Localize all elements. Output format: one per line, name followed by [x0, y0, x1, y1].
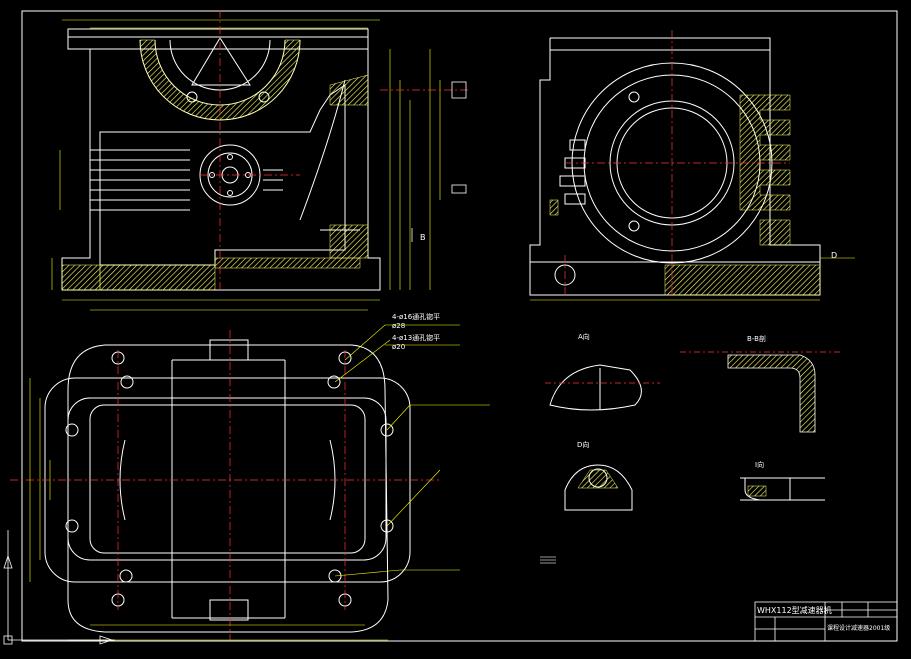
bolt-spec-2-line2: ø20	[392, 343, 406, 351]
drawing-border	[21, 10, 898, 642]
side-view	[529, 37, 821, 296]
side-view-hatch	[549, 94, 821, 296]
section-d-label: D	[831, 251, 837, 260]
view-a-label: A向	[578, 333, 590, 341]
view-i-label: I向	[755, 461, 765, 469]
section-b-label: B	[420, 233, 426, 242]
ucs-icon	[3, 530, 115, 645]
top-view	[44, 339, 411, 633]
view-i-detail	[740, 477, 825, 501]
side-view-centerlines	[564, 30, 790, 295]
side-view-dimensions	[530, 257, 855, 301]
front-view-hatch	[61, 39, 369, 291]
view-d-hatch	[577, 469, 619, 489]
view-bb-label: B-B剖	[747, 335, 766, 343]
bolt-spec-2-line1: 4-ø13通孔锪平	[392, 334, 441, 342]
title-block-name: WHX112型减速器机	[757, 606, 832, 615]
view-i-hatch	[747, 485, 767, 497]
bolt-spec-1-line1: 4-ø16通孔锪平	[392, 313, 441, 321]
section-b-marker	[411, 81, 467, 242]
view-d-label: D向	[577, 441, 590, 449]
legend-marks	[540, 556, 556, 564]
view-a-detail	[549, 364, 642, 411]
bolt-spec-1-line2: ø28	[392, 322, 406, 330]
title-block	[754, 601, 898, 642]
front-view-centerlines	[200, 10, 470, 290]
top-view-centerlines	[10, 330, 440, 640]
title-block-subtitle: 课程设计减速器2001级	[827, 625, 891, 632]
view-bb-detail	[727, 354, 816, 433]
front-view-dimensions	[51, 19, 441, 311]
top-view-dimensions	[29, 324, 490, 641]
